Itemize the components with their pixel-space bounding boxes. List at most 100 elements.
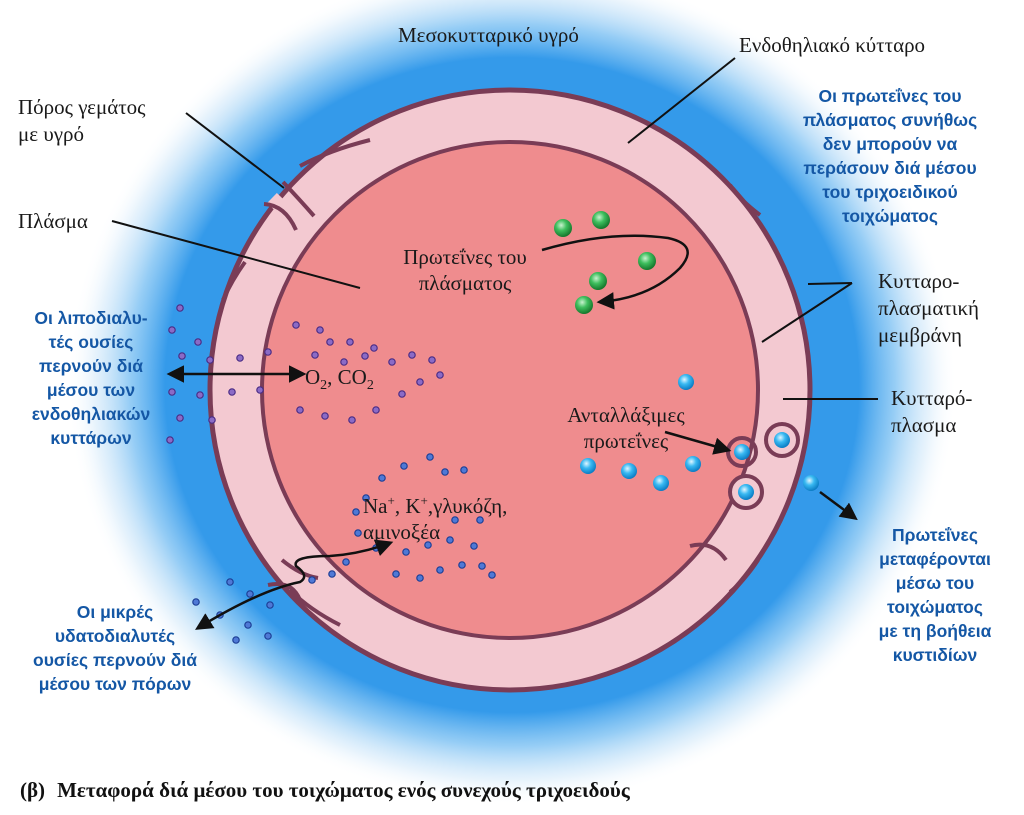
note-line: τοιχώματος [842, 206, 938, 226]
lipid-molecule [316, 326, 324, 334]
lipid-molecule [348, 416, 356, 424]
note-line: περάσουν διά μέσου [803, 158, 977, 178]
lipid-molecule [194, 338, 202, 346]
water-molecule [488, 571, 496, 579]
plasma-protein-particles [554, 211, 656, 314]
gases-sub1: 2 [320, 378, 328, 394]
water-molecule [362, 494, 370, 502]
note-lipid-soluble: Οι λιποδιαλυ- τές ουσίες περνούν διά μέσ… [6, 306, 176, 450]
note-water-soluble: Οι μικρές υδατοδιαλυτές ουσίες περνούν δ… [10, 600, 220, 696]
fluid-pore-label-line1: Πόρος γεμάτος [18, 95, 146, 119]
membrane-label-line3: μεμβράνη [878, 323, 962, 347]
note-line: Οι μικρές [76, 602, 154, 622]
gases-sub2: 2 [366, 378, 374, 394]
note-line: περνούν διά [39, 356, 143, 376]
note-line: κυττάρων [50, 428, 132, 448]
exchangeable-protein [678, 374, 694, 390]
water-molecule [328, 570, 336, 578]
lipid-molecule [436, 371, 444, 379]
exchangeable-protein [734, 444, 750, 460]
lipid-molecule [176, 414, 184, 422]
gases-sep: , CO [327, 365, 367, 389]
leader-lines [111, 57, 878, 400]
lipid-molecule [408, 351, 416, 359]
note-line: Οι πρωτεΐνες του [818, 86, 962, 106]
note-line: μεταφέρονται [879, 549, 991, 569]
water-molecule [402, 548, 410, 556]
figure-caption: (β)Μεταφορά διά μέσου του τοιχώματος ενό… [20, 778, 630, 803]
water-molecule [446, 536, 454, 544]
lipid-molecule [388, 358, 396, 366]
note-line: Οι λιποδιαλυ- [34, 308, 148, 328]
plasma-protein [554, 219, 572, 237]
lipid-molecule [326, 338, 334, 346]
lipid-molecule [228, 388, 236, 396]
water-molecule [470, 542, 478, 550]
plasma-proteins-label-line1: Πρωτεΐνες του [403, 245, 527, 269]
note-line: μέσου των [46, 380, 136, 400]
plasma-protein [575, 296, 593, 314]
water-molecule [416, 574, 424, 582]
note-line: με τη βοήθεια [878, 621, 992, 641]
ions-k: , K [394, 494, 421, 518]
plasma-protein [592, 211, 610, 229]
lipid-soluble-molecules [166, 304, 444, 444]
plasma-protein [638, 252, 656, 270]
note-line: Πρωτεΐνες [892, 525, 978, 545]
water-molecule [460, 466, 468, 474]
lipid-molecule [208, 416, 216, 424]
water-molecule [426, 453, 434, 461]
note-line: του τριχοειδικού [822, 182, 958, 202]
water-molecule [264, 632, 272, 640]
lipid-molecule [398, 390, 406, 398]
note-proteins-cannot-pass: Οι πρωτεΐνες του πλάσματος συνήθως δεν μ… [790, 84, 990, 228]
lipid-molecule [372, 406, 380, 414]
membrane-label-line1: Κυτταρο- [878, 269, 960, 293]
ions-label: Na+, K+,γλυκόζη, αμινοξέα [363, 488, 507, 545]
fluid-pore-label: Πόρος γεμάτος με υγρό [18, 94, 145, 148]
ions-rest: ,γλυκόζη, [427, 494, 508, 518]
note-line: πλάσματος συνήθως [802, 110, 978, 130]
water-molecule [232, 636, 240, 644]
lipid-molecule [176, 304, 184, 312]
water-molecule [400, 462, 408, 470]
lipid-molecule [321, 412, 329, 420]
water-molecule [308, 576, 316, 584]
membrane-label: Κυτταρο- πλασματική μεμβράνη [878, 268, 979, 349]
water-molecule [266, 601, 274, 609]
plasma-proteins-label: Πρωτεΐνες του πλάσματος [380, 244, 550, 296]
membrane-label-line2: πλασματική [878, 296, 980, 320]
water-molecule [244, 621, 252, 629]
exchangeable-protein-particles [580, 374, 819, 500]
water-molecule [436, 566, 444, 574]
water-molecule [354, 529, 362, 537]
ions-plus2: + [420, 493, 428, 508]
lipid-molecule [346, 338, 354, 346]
lipid-molecule [178, 352, 186, 360]
lipid-molecule [166, 436, 174, 444]
lipid-molecule [340, 358, 348, 366]
gases-o2: O [305, 365, 321, 389]
exchangeable-protein [738, 484, 754, 500]
note-line: τοιχώματος [887, 597, 983, 617]
note-line: τές ουσίες [48, 332, 134, 352]
lipid-molecule [292, 321, 300, 329]
lipid-molecule [296, 406, 304, 414]
water-molecule [451, 516, 459, 524]
lipid-molecule [206, 356, 214, 364]
cytoplasm-label-line2: πλασμα [891, 413, 957, 437]
plasma-proteins-label-line2: πλάσματος [418, 271, 512, 295]
exchangeable-protein [580, 458, 596, 474]
water-molecule [246, 590, 254, 598]
water-molecule [378, 474, 386, 482]
note-line: μέσω του [895, 573, 975, 593]
note-line: μέσου των πόρων [38, 674, 192, 694]
exchangeable-protein [803, 475, 819, 491]
water-molecule [392, 570, 400, 578]
lipid-molecule [168, 326, 176, 334]
cytoplasm-label-line1: Κυτταρό- [891, 386, 973, 410]
note-vesicle-transport: Πρωτεΐνες μεταφέρονται μέσω του τοιχώματ… [855, 523, 1015, 667]
vesicle-exit-arrow [819, 490, 858, 521]
note-line: δεν μπορούν να [822, 134, 958, 154]
